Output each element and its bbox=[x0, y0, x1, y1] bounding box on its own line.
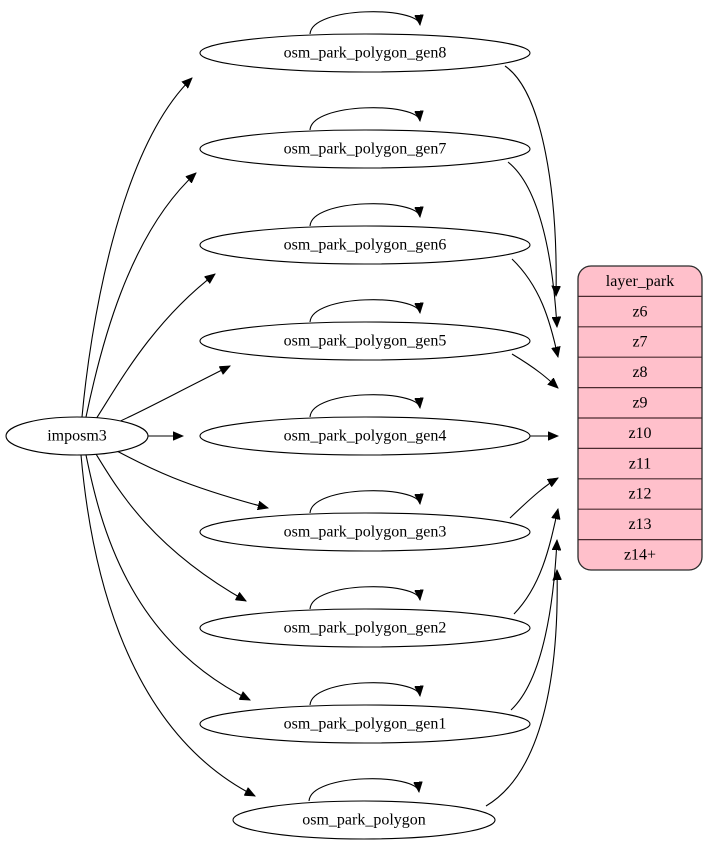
node-shape-gen1[interactable] bbox=[199, 704, 531, 744]
edge-imposm3-to-gen7 bbox=[85, 173, 196, 418]
table-row-label: z10 bbox=[628, 425, 651, 442]
node-base[interactable]: osm_park_polygon bbox=[232, 778, 496, 840]
table-header-label: layer_park bbox=[606, 273, 674, 290]
node-gen3[interactable]: osm_park_polygon_gen3 bbox=[199, 490, 531, 552]
self-loop-gen3 bbox=[309, 490, 420, 514]
table-row-label: z8 bbox=[632, 364, 647, 381]
node-imposm3[interactable]: imposm3 bbox=[5, 416, 149, 456]
edge-base-to-z14 bbox=[485, 570, 557, 807]
edge-gen5-to-z9 bbox=[511, 353, 558, 388]
self-loop-base bbox=[308, 778, 419, 802]
node-label-gen8: osm_park_polygon_gen8 bbox=[284, 45, 447, 62]
edge-imposm3-to-base bbox=[80, 454, 255, 797]
node-label-gen3: osm_park_polygon_gen3 bbox=[284, 524, 447, 541]
node-shape-imposm3[interactable] bbox=[5, 416, 149, 456]
table-row-label: z6 bbox=[632, 303, 647, 320]
edge-imposm3-to-gen1 bbox=[85, 454, 250, 701]
table-row-label: z14+ bbox=[624, 546, 656, 563]
table-row-z9[interactable]: z9 bbox=[632, 394, 647, 411]
node-label-imposm3: imposm3 bbox=[47, 428, 107, 445]
table-row-label: z12 bbox=[628, 486, 651, 503]
table-row-z10[interactable]: z10 bbox=[628, 425, 651, 442]
node-shape-gen5[interactable] bbox=[199, 321, 531, 361]
self-loop-gen6 bbox=[309, 203, 420, 227]
node-gen6[interactable]: osm_park_polygon_gen6 bbox=[199, 203, 531, 265]
node-shape-gen7[interactable] bbox=[199, 129, 531, 169]
table-row-label: z13 bbox=[628, 516, 651, 533]
node-gen8[interactable]: osm_park_polygon_gen8 bbox=[199, 11, 531, 73]
node-shape-gen8[interactable] bbox=[199, 33, 531, 73]
self-loop-gen1 bbox=[309, 682, 420, 706]
node-shape-gen6[interactable] bbox=[199, 225, 531, 265]
table-row-z11[interactable]: z11 bbox=[629, 455, 652, 472]
edge-gen6-to-z8 bbox=[511, 258, 558, 357]
node-label-gen2: osm_park_polygon_gen2 bbox=[284, 620, 447, 637]
edges-to-layer-table bbox=[485, 65, 558, 807]
node-label-gen4: osm_park_polygon_gen4 bbox=[284, 428, 447, 445]
node-gen4[interactable]: osm_park_polygon_gen4 bbox=[199, 394, 531, 456]
table-row-label: z7 bbox=[632, 334, 647, 351]
node-label-gen6: osm_park_polygon_gen6 bbox=[284, 237, 447, 254]
edge-imposm3-to-gen6 bbox=[95, 274, 215, 420]
self-loop-gen5 bbox=[309, 299, 420, 323]
table-row-z13[interactable]: z13 bbox=[628, 516, 651, 533]
self-loop-gen8 bbox=[309, 11, 420, 35]
table-row-z7[interactable]: z7 bbox=[632, 334, 647, 351]
edge-gen7-to-z7 bbox=[507, 161, 557, 327]
node-shape-gen2[interactable] bbox=[199, 608, 531, 648]
table-border bbox=[577, 265, 703, 571]
edge-gen1-to-z13 bbox=[510, 540, 557, 711]
self-loop-gen7 bbox=[309, 107, 420, 131]
table-row-z12[interactable]: z12 bbox=[628, 486, 651, 503]
node-shape-base[interactable] bbox=[232, 800, 496, 840]
table-row-label: z9 bbox=[632, 394, 647, 411]
node-gen5[interactable]: osm_park_polygon_gen5 bbox=[199, 299, 531, 361]
edge-imposm3-to-gen2 bbox=[95, 453, 246, 601]
edge-gen8-to-z6 bbox=[504, 65, 556, 296]
self-loop-gen4 bbox=[309, 394, 420, 418]
edge-imposm3-to-gen5 bbox=[115, 365, 230, 424]
table-row-label: z11 bbox=[629, 455, 652, 472]
node-gen7[interactable]: osm_park_polygon_gen7 bbox=[199, 107, 531, 169]
node-label-base: osm_park_polygon bbox=[302, 812, 426, 829]
node-label-gen7: osm_park_polygon_gen7 bbox=[284, 141, 447, 158]
edge-gen2-to-z12 bbox=[513, 509, 558, 615]
node-shape-gen4[interactable] bbox=[199, 416, 531, 456]
self-loop-gen2 bbox=[309, 586, 420, 610]
edge-imposm3-to-gen8 bbox=[81, 78, 192, 418]
node-gen2[interactable]: osm_park_polygon_gen2 bbox=[199, 586, 531, 648]
node-label-gen1: osm_park_polygon_gen1 bbox=[284, 716, 447, 733]
edges-from-imposm3 bbox=[80, 78, 268, 797]
layer-park-table[interactable]: layer_park z6 z7 z8 z9 z10 z11 z12 z13 z14+ bbox=[577, 265, 703, 571]
node-label-gen5: osm_park_polygon_gen5 bbox=[284, 333, 447, 350]
edge-imposm3-to-gen3 bbox=[114, 449, 268, 508]
node-gen1[interactable]: osm_park_polygon_gen1 bbox=[199, 682, 531, 744]
node-shape-gen3[interactable] bbox=[199, 512, 531, 552]
edge-gen3-to-z11 bbox=[509, 478, 558, 519]
table-row-z14plus[interactable]: z14+ bbox=[624, 546, 656, 563]
table-row-z6[interactable]: z6 bbox=[632, 303, 647, 320]
node-layer: imposm3 osm_park_polygon_gen8 osm_park_pol… bbox=[5, 11, 531, 840]
table-row-z8[interactable]: z8 bbox=[632, 364, 647, 381]
